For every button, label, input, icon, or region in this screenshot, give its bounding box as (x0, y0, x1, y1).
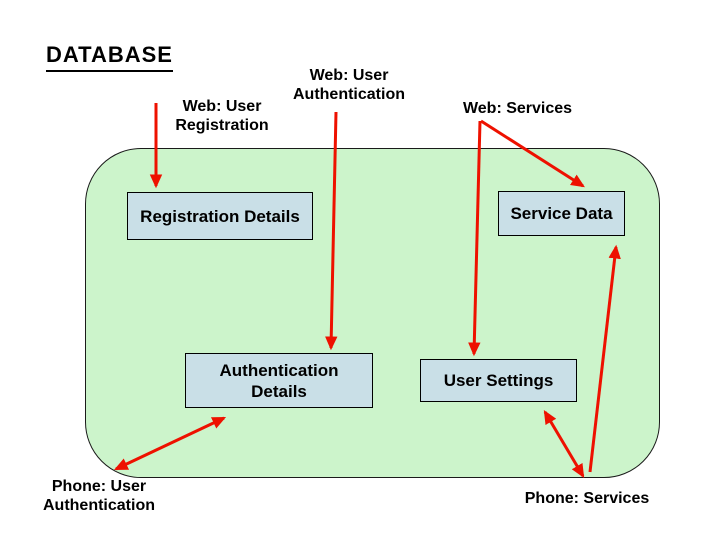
node-label: User Settings (443, 371, 554, 390)
node-authentication-details: Authentication Details (185, 353, 373, 408)
label-web-user-authentication: Web: User Authentication (293, 67, 405, 103)
node-label: Registration Details (140, 206, 300, 226)
page-title: DATABASE (46, 42, 173, 72)
node-registration-details: Registration Details (127, 192, 313, 240)
node-label: Authentication Details (219, 360, 339, 401)
label-phone-user-authentication: Phone: User Authentication (43, 478, 155, 514)
label-web-user-registration: Web: User Registration (175, 98, 269, 134)
label-phone-services: Phone: Services (524, 490, 650, 507)
node-label: Service Data (510, 204, 613, 223)
node-service-data: Service Data (498, 191, 625, 236)
node-user-settings: User Settings (420, 359, 577, 402)
label-web-services: Web: Services (462, 100, 573, 117)
